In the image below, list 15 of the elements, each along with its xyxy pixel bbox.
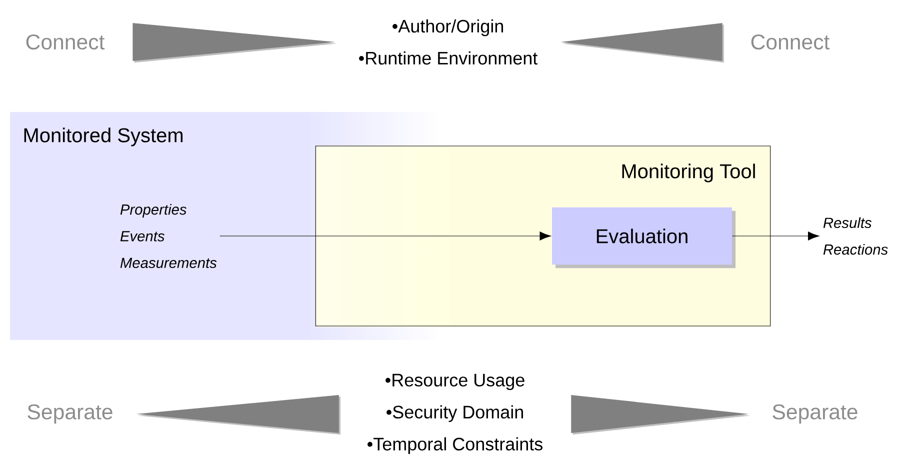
arrow: [220, 232, 551, 240]
data-label: Properties Events Measurements: [120, 204, 217, 268]
wedge-arrow: [571, 395, 750, 435]
side-label: Separate: [28, 404, 112, 424]
arrow: [732, 232, 820, 240]
bullet-list: •Resource Usage •Security Domain •Temporal Constraints: [368, 374, 542, 454]
data-label: Results Reactions: [823, 217, 888, 255]
wedge-arrow: [132, 23, 337, 63]
process-box: Evaluation: [552, 207, 736, 268]
wedge-arrow: [136, 395, 340, 435]
wedge-arrow: [560, 23, 724, 63]
side-label: Separate: [772, 404, 858, 424]
side-label: Connect: [751, 34, 830, 50]
bullet-list: •Author/Origin •Runtime Environment: [359, 19, 538, 65]
side-label: Connect: [26, 34, 105, 50]
